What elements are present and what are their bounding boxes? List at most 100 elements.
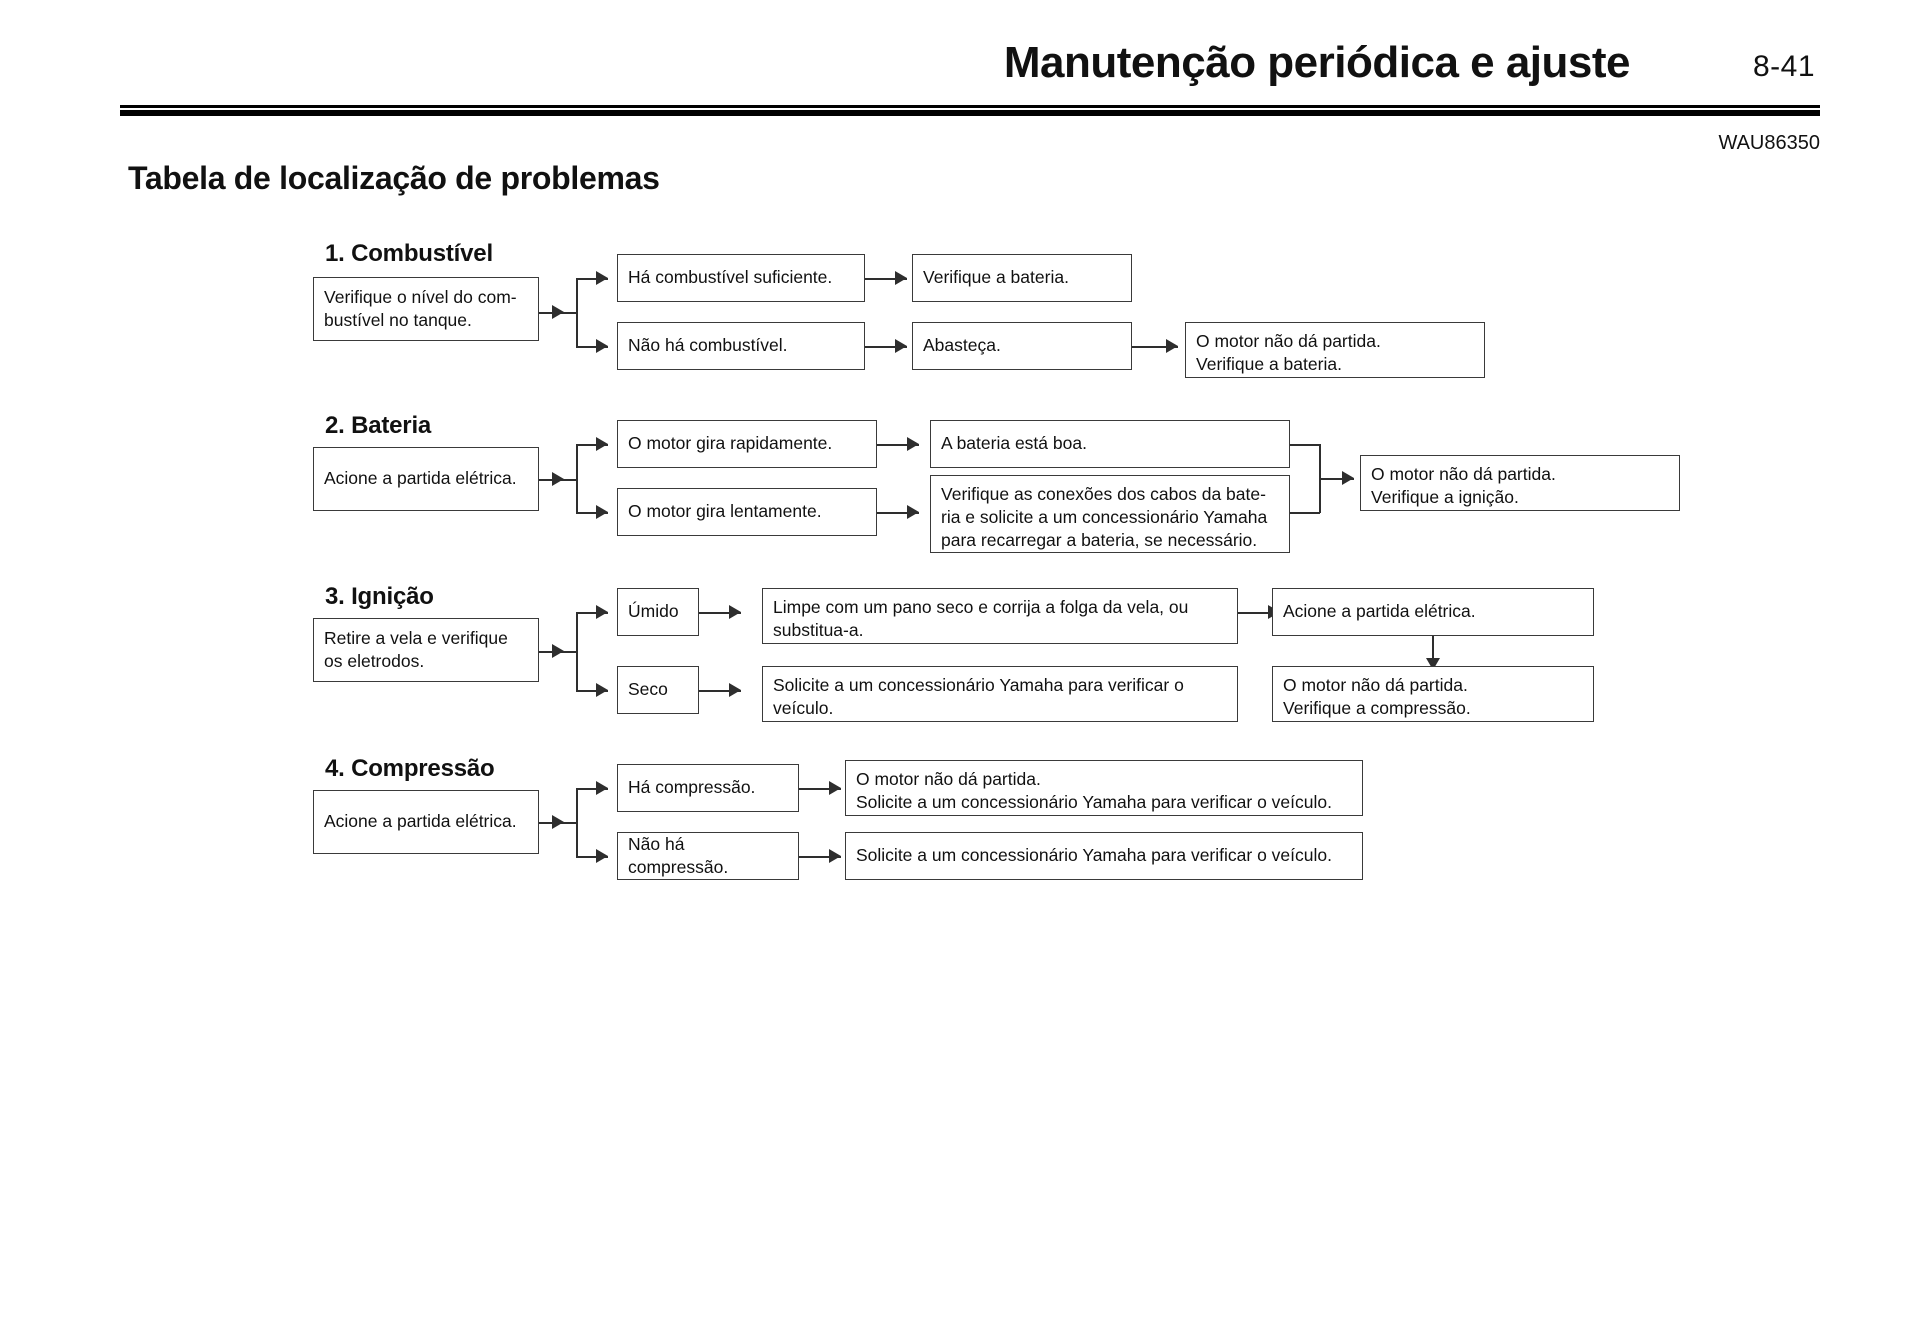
connector-line: [1238, 612, 1280, 614]
connector-line: [576, 856, 608, 858]
node-text: O motor não dá partida. Solicite a um co…: [856, 769, 1332, 813]
connector-line: [1290, 444, 1320, 446]
arrow-icon: [596, 339, 608, 353]
node-text: Limpe com um pano seco e corrija a folga…: [773, 597, 1189, 641]
arrow-icon: [895, 339, 907, 353]
connector-line: [576, 690, 608, 692]
arrow-icon: [596, 437, 608, 451]
node-text: Não há compressão.: [628, 833, 729, 877]
node-text: Seco: [628, 679, 668, 700]
node-ignicao-wet-next: Limpe com um pano seco e corrija a folga…: [762, 588, 1238, 644]
node-combustivel-yes-next: Verifique a bateria.: [912, 254, 1132, 302]
node-compressao-start: Acione a partida elétrica.: [313, 790, 539, 854]
node-text: Solicite a um concessionário Yamaha para…: [773, 675, 1184, 719]
node-text: A bateria está boa.: [941, 433, 1087, 454]
arrow-icon: [907, 437, 919, 451]
connector-line: [576, 346, 608, 348]
node-text: Verifique as conexões dos cabos da bate-…: [941, 484, 1268, 551]
node-text: Verifique a bateria.: [923, 267, 1069, 288]
connector-line: [865, 278, 907, 280]
section-title-combustivel: 1. Combustível: [325, 240, 493, 267]
connector-line: [799, 856, 841, 858]
connector-line: [877, 444, 919, 446]
node-text: O motor gira rapidamente.: [628, 433, 833, 454]
node-combustivel-no: Não há combustível.: [617, 322, 865, 370]
node-compressao-no: Não há compressão.: [617, 832, 799, 880]
connector-line: [1319, 478, 1354, 480]
connector-line: [576, 278, 608, 280]
connector-line: [1432, 636, 1434, 662]
arrow-icon: [596, 605, 608, 619]
node-bateria-fast-next: A bateria está boa.: [930, 420, 1290, 468]
node-bateria-fast: O motor gira rapidamente.: [617, 420, 877, 468]
connector-line: [1290, 512, 1320, 514]
node-text: O motor não dá partida. Verifique a comp…: [1283, 675, 1471, 719]
connector-line: [877, 512, 919, 514]
node-compressao-yes-next: O motor não dá partida. Solicite a um co…: [845, 760, 1363, 816]
arrow-icon: [596, 505, 608, 519]
connector-line: [576, 444, 608, 446]
node-compressao-no-next: Solicite a um concessionário Yamaha para…: [845, 832, 1363, 880]
connector-line: [1132, 346, 1178, 348]
node-ignicao-dry: Seco: [617, 666, 699, 714]
node-text: Não há combustível.: [628, 335, 788, 356]
connector-line: [576, 278, 578, 347]
node-text: O motor não dá partida. Verifique a igni…: [1371, 464, 1556, 508]
arrow-icon: [1342, 471, 1354, 485]
arrow-icon: [552, 815, 564, 829]
chapter-title: Tabela de localização de problemas: [128, 160, 660, 196]
arrow-icon: [596, 271, 608, 285]
page-number: 8-41: [1752, 50, 1815, 83]
node-combustivel-start: Verifique o nível do com- bustível no ta…: [313, 277, 539, 341]
connector-line: [699, 612, 741, 614]
arrow-icon: [829, 849, 841, 863]
node-text: Solicite a um concessionário Yamaha para…: [856, 845, 1332, 866]
node-bateria-result: O motor não dá partida. Verifique a igni…: [1360, 455, 1680, 511]
arrow-icon: [729, 605, 741, 619]
page-title: Manutenção periódica e ajuste: [1003, 38, 1631, 87]
node-text: Retire a vela e verifique os eletrodos.: [324, 627, 508, 671]
node-text: Há combustível suficiente.: [628, 267, 833, 288]
node-text: Úmido: [628, 601, 679, 622]
arrow-icon: [895, 271, 907, 285]
node-ignicao-wet: Úmido: [617, 588, 699, 636]
node-combustivel-no-result: O motor não dá partida. Verifique a bate…: [1185, 322, 1485, 378]
node-compressao-yes: Há compressão.: [617, 764, 799, 812]
connector-line: [699, 690, 741, 692]
section-title-ignicao: 3. Ignição: [325, 583, 434, 610]
arrow-icon: [1166, 339, 1178, 353]
connector-line: [799, 788, 841, 790]
node-text: O motor gira lentamente.: [628, 501, 822, 522]
node-ignicao-dry-next: Solicite a um concessionário Yamaha para…: [762, 666, 1238, 722]
arrow-icon: [596, 781, 608, 795]
connector-line: [576, 612, 608, 614]
node-ignicao-wet-result: Acione a partida elétrica.: [1272, 588, 1594, 636]
document-code: WAU86350: [1718, 132, 1820, 154]
section-title-compressao: 4. Compressão: [325, 755, 495, 782]
connector-line: [865, 346, 907, 348]
node-text: Verifique o nível do com- bustível no ta…: [324, 286, 517, 330]
arrow-icon: [829, 781, 841, 795]
node-bateria-start: Acione a partida elétrica.: [313, 447, 539, 511]
node-text: Acione a partida elétrica.: [1283, 601, 1476, 622]
arrow-icon: [907, 505, 919, 519]
connector-line: [576, 788, 578, 857]
node-bateria-slow-next: Verifique as conexões dos cabos da bate-…: [930, 475, 1290, 553]
section-title-bateria: 2. Bateria: [325, 412, 432, 439]
node-text: Acione a partida elétrica.: [324, 468, 517, 489]
node-combustivel-yes: Há combustível suficiente.: [617, 254, 865, 302]
connector-line: [576, 512, 608, 514]
node-combustivel-no-next: Abasteça.: [912, 322, 1132, 370]
node-text: Há compressão.: [628, 777, 756, 798]
connector-line: [576, 788, 608, 790]
node-ignicao-final-result: O motor não dá partida. Verifique a comp…: [1272, 666, 1594, 722]
node-text: O motor não dá partida. Verifique a bate…: [1196, 331, 1381, 375]
arrow-icon: [729, 683, 741, 697]
node-ignicao-start: Retire a vela e verifique os eletrodos.: [313, 618, 539, 682]
connector-line: [576, 612, 578, 691]
header-divider-rule: [120, 105, 1820, 116]
arrow-icon: [596, 683, 608, 697]
arrow-icon: [552, 472, 564, 486]
connector-line: [576, 444, 578, 513]
